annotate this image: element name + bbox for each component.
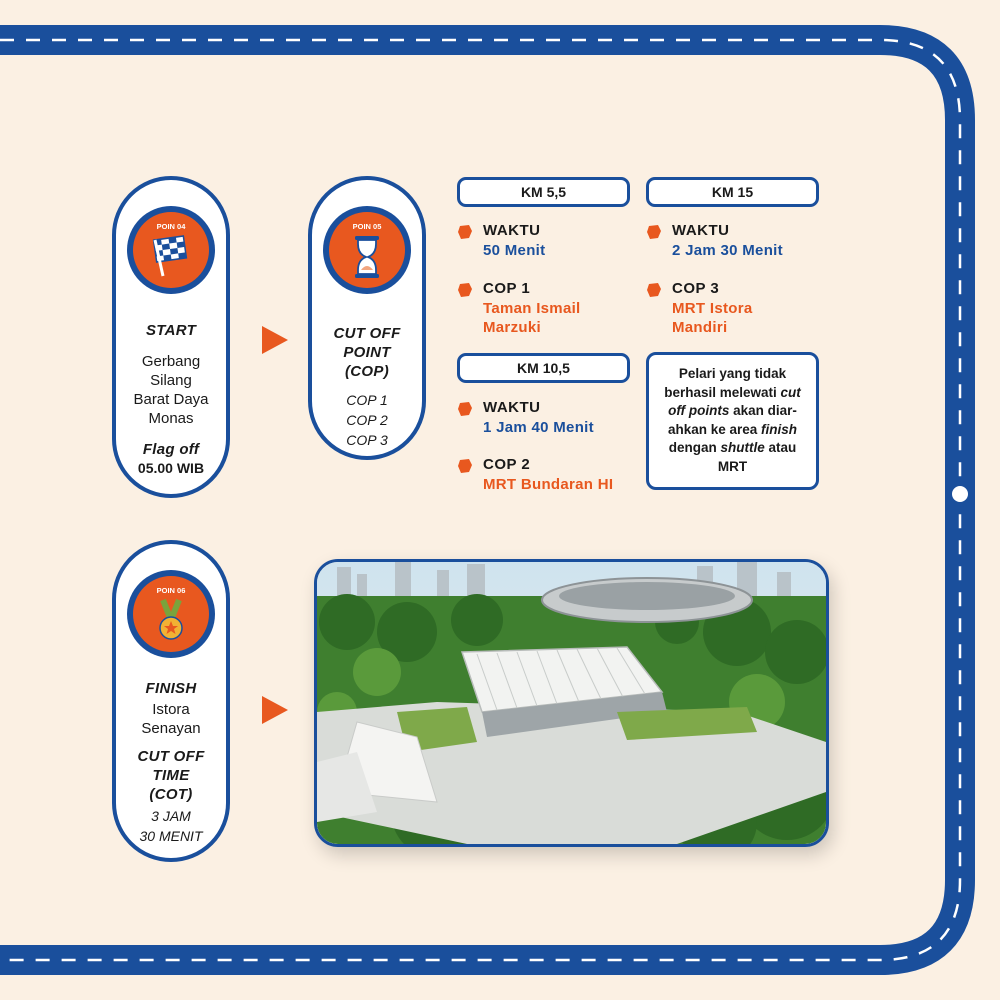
checkered-flag-icon — [152, 235, 188, 277]
cop-label: COP 1 — [483, 280, 531, 297]
start-badge: POIN 04 — [125, 204, 217, 296]
start-badge-label: POIN 04 — [157, 222, 187, 231]
finish-location-line: Istora — [152, 701, 190, 718]
finish-badge-label: POIN 06 — [157, 586, 186, 595]
km-box: KM 5,5 — [457, 177, 630, 207]
cop-label: COP 3 — [672, 280, 720, 297]
cop-title-line: CUT OFF — [333, 325, 401, 342]
bullet-icon — [647, 283, 661, 297]
note-emphasis: shuttle — [720, 440, 765, 455]
cot-title: CUT OFF TIME (COT) — [116, 747, 226, 804]
bullet-icon — [458, 225, 472, 239]
time-label: WAKTU — [672, 222, 730, 239]
bullet-icon — [458, 459, 472, 473]
cop-title: CUT OFF POINT (COP) — [312, 324, 422, 381]
bullet-icon — [647, 225, 661, 239]
finish-location: Istora Senayan — [116, 700, 226, 738]
cop-location-line: Marzuki — [483, 319, 541, 336]
note-text: Pelari yang tidak berhasil melewati — [664, 366, 787, 400]
finish-title: FINISH — [145, 680, 197, 697]
note-emphasis: finish — [761, 421, 798, 437]
hourglass-icon — [355, 236, 379, 278]
checkpoint-cop: COP 1 Taman Ismail Marzuki — [457, 280, 637, 336]
cop-title-line: POINT — [343, 344, 391, 361]
cop-badge-label: POIN 05 — [353, 222, 382, 231]
cop-title-line: (COP) — [345, 363, 389, 380]
start-location-line: Gerbang — [141, 353, 201, 370]
km-box: KM 10,5 — [457, 353, 630, 383]
note-text: dengan — [668, 440, 721, 455]
cop-location-line: Taman Ismail — [483, 300, 581, 317]
track-marker-icon — [947, 481, 973, 507]
cop-card: POIN 05 CUT OFF POINT (COP) COP 1 COP 2 … — [308, 176, 426, 460]
start-location-line: Monas — [148, 410, 194, 427]
arrow-right-icon — [262, 326, 288, 354]
cop-list-item: COP 2 — [346, 412, 388, 428]
checkpoint-time: WAKTU 50 Menit — [457, 222, 637, 262]
flag-off-time: 05.00 WIB — [137, 460, 205, 476]
time-value: 50 Menit — [483, 242, 546, 259]
cop-location-line: Mandiri — [672, 319, 728, 336]
note-text: atau MRT — [717, 440, 797, 474]
start-location: Gerbang Silang Barat Daya Monas — [116, 352, 226, 428]
bullet-icon — [458, 283, 472, 297]
cop-badge: POIN 05 — [321, 204, 413, 296]
cot-title-line: TIME — [152, 767, 190, 784]
time-value: 1 Jam 40 Menit — [483, 419, 594, 436]
cot-value: 3 JAM 30 MENIT — [116, 806, 226, 846]
start-location-line: Silang — [150, 372, 192, 389]
start-location-line: Barat Daya — [133, 391, 209, 408]
start-card: POIN 04 START Gerbang Silang Barat Daya … — [112, 176, 230, 498]
istora-senayan-photo — [314, 559, 829, 847]
flag-off-label: Flag off — [142, 441, 200, 458]
checkpoint-time: WAKTU 2 Jam 30 Menit — [646, 222, 826, 262]
note-emphasis: cut off points — [668, 384, 801, 419]
cot-title-line: (COT) — [149, 786, 193, 803]
cop-list-item: COP 1 — [346, 392, 388, 408]
bullet-icon — [458, 402, 472, 416]
time-value: 2 Jam 30 Menit — [672, 242, 783, 259]
time-label: WAKTU — [483, 399, 541, 416]
cop-location-line: MRT Istora — [672, 300, 753, 317]
medal-icon — [159, 598, 183, 640]
note-text: akan diar-ahkan ke area — [667, 403, 797, 437]
cutoff-note: Pelari yang tidak berhasil melewati cut … — [646, 352, 819, 490]
finish-badge: POIN 06 — [125, 568, 217, 660]
time-label: WAKTU — [483, 222, 541, 239]
finish-card: POIN 06 FINISH Istora Senayan CUT OFF TI… — [112, 540, 230, 862]
cot-title-line: CUT OFF — [137, 748, 205, 765]
cot-value-line: 3 JAM — [151, 808, 191, 824]
cop-label: COP 2 — [483, 456, 531, 473]
start-title: START — [145, 322, 197, 339]
cot-value-line: 30 MENIT — [139, 828, 203, 844]
arrow-right-icon — [262, 696, 288, 724]
finish-location-line: Senayan — [141, 720, 201, 737]
checkpoint-time: WAKTU 1 Jam 40 Menit — [457, 399, 637, 439]
cop-list: COP 1 COP 2 COP 3 — [312, 390, 422, 450]
checkpoint-cop: COP 2 MRT Bundaran HI — [457, 456, 637, 496]
cop-list-item: COP 3 — [346, 432, 388, 448]
checkpoint-cop: COP 3 MRT Istora Mandiri — [646, 280, 826, 336]
km-box: KM 15 — [646, 177, 819, 207]
cop-location-line: MRT Bundaran HI — [483, 476, 614, 493]
